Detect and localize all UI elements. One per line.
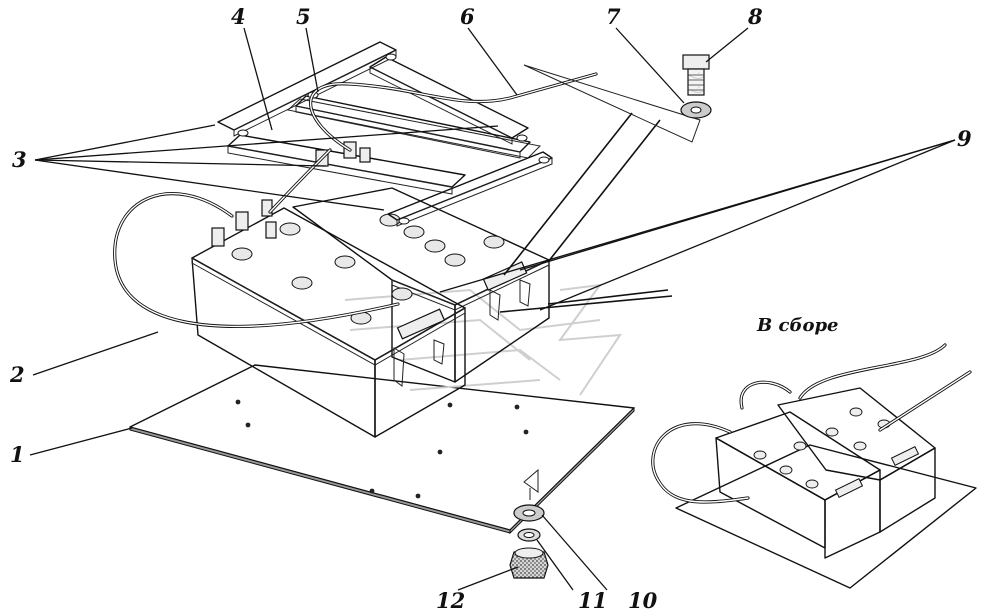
nut-assembly — [509, 468, 549, 579]
positive-cable — [309, 72, 598, 152]
washer — [680, 101, 712, 119]
assembled-handles — [834, 446, 920, 498]
callout-9: 9 — [957, 126, 972, 151]
leader-lines — [29, 27, 956, 591]
battery-left-terminals — [211, 199, 277, 247]
ground-cable — [113, 192, 400, 328]
nut — [509, 547, 549, 579]
watermark-logo — [344, 283, 622, 396]
assembled-view: В сборе — [651, 315, 977, 589]
frame-bar-bolts — [237, 53, 550, 225]
callout-2: 2 — [9, 362, 25, 387]
callout-4: 4 — [231, 4, 246, 29]
exploded-view — [113, 41, 712, 579]
assembled-cables — [651, 343, 972, 504]
callout-7: 7 — [606, 4, 621, 29]
frame-bar — [295, 95, 531, 159]
clamp-bar-front — [387, 151, 553, 227]
base-plate — [129, 364, 635, 535]
interconnect-cable — [268, 148, 332, 214]
callout-3: 3 — [12, 147, 27, 172]
hold-down-frame — [217, 41, 553, 227]
assembled-battery-left — [715, 411, 881, 559]
callout-8: 8 — [747, 4, 763, 29]
callout-11: 11 — [578, 588, 607, 613]
assembled-caption: В сборе — [756, 315, 838, 336]
spring-washer — [517, 528, 541, 542]
callout-10: 10 — [628, 588, 658, 613]
hold-down-bar — [227, 134, 466, 195]
battery-left — [191, 199, 466, 438]
flat-washer — [513, 504, 545, 522]
bolt-assembly — [523, 54, 712, 143]
callout-6: 6 — [460, 4, 475, 29]
callout-1: 1 — [10, 442, 25, 467]
battery-right-caps — [379, 213, 505, 267]
callout-numbers: 1 2 3 4 5 6 7 8 9 10 11 12 — [9, 4, 972, 613]
callout-12: 12 — [436, 588, 465, 613]
battery-left-caps — [231, 222, 413, 325]
callout-5: 5 — [296, 4, 311, 29]
tie-rods — [499, 112, 673, 313]
bolt — [682, 54, 710, 96]
battery-right — [292, 187, 550, 383]
base-plate-holes — [235, 399, 529, 499]
